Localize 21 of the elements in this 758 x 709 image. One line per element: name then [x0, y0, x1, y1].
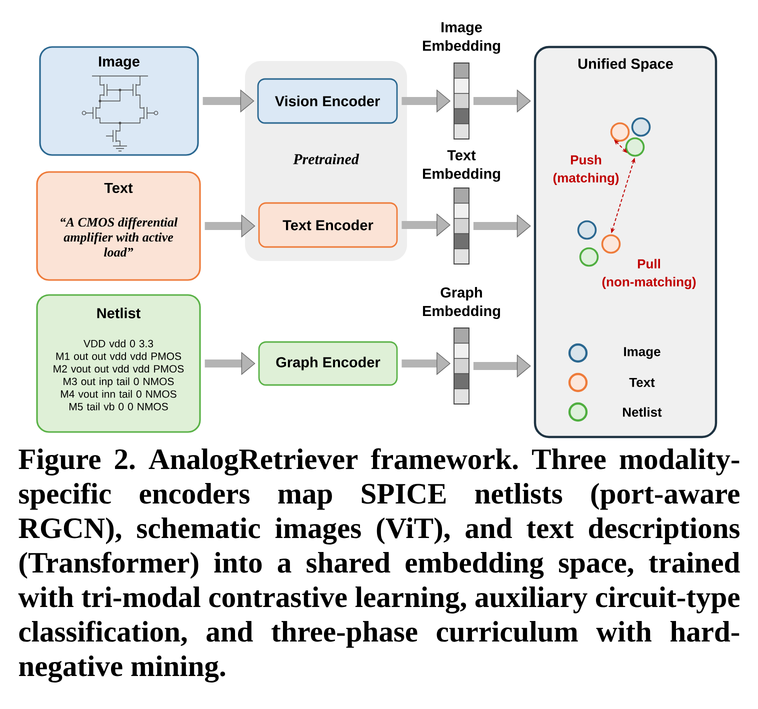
figure-caption: Figure 2. AnalogRetriever framework. Three modality-specific encoders map SPICE netlists (port-aware RGCN), schematic images (ViT), and text descriptions (Transformer) into a shared embedding space, trained with tri-modal contrastive learning, auxiliary circuit-type classification, and three-phase curriculum with hard-negative mining.	[18, 448, 740, 682]
embedding-point	[631, 117, 651, 137]
embedding-point	[577, 220, 597, 240]
vector-heading: Image Embedding	[423, 22, 500, 54]
embedding-point	[579, 247, 599, 267]
input-card: Netlist VDD vdd 0 3.3 M1 out out vdd vdd PMOS M2 vout out vdd vdd PMOS M3 out inp tail 0 NMOS M4 vout inn tail 0 NMOS M5 tail vb 0 0 NMOS	[36, 294, 201, 433]
embedding-point	[601, 234, 621, 254]
legend-label: Text	[629, 378, 655, 388]
vector-heading: Graph Embedding	[423, 286, 500, 320]
legend-label: Image	[624, 347, 660, 359]
input-card: Text “A CMOS differential amplifier with active load”	[36, 171, 201, 281]
encoder-box: Graph Encoder	[258, 341, 398, 386]
legend-label: Netlist	[623, 407, 662, 417]
edge-label: Push (matching)	[553, 154, 619, 186]
vector-heading: Text Embedding	[423, 150, 500, 182]
encoder-box: Text Encoder	[258, 202, 398, 248]
encoder-box: Vision Encoder	[257, 78, 398, 124]
embedding-point	[610, 122, 630, 142]
edge-label: Pull (non-matching)	[602, 258, 696, 290]
input-card: Image	[39, 46, 199, 156]
embedding-point	[625, 137, 645, 157]
